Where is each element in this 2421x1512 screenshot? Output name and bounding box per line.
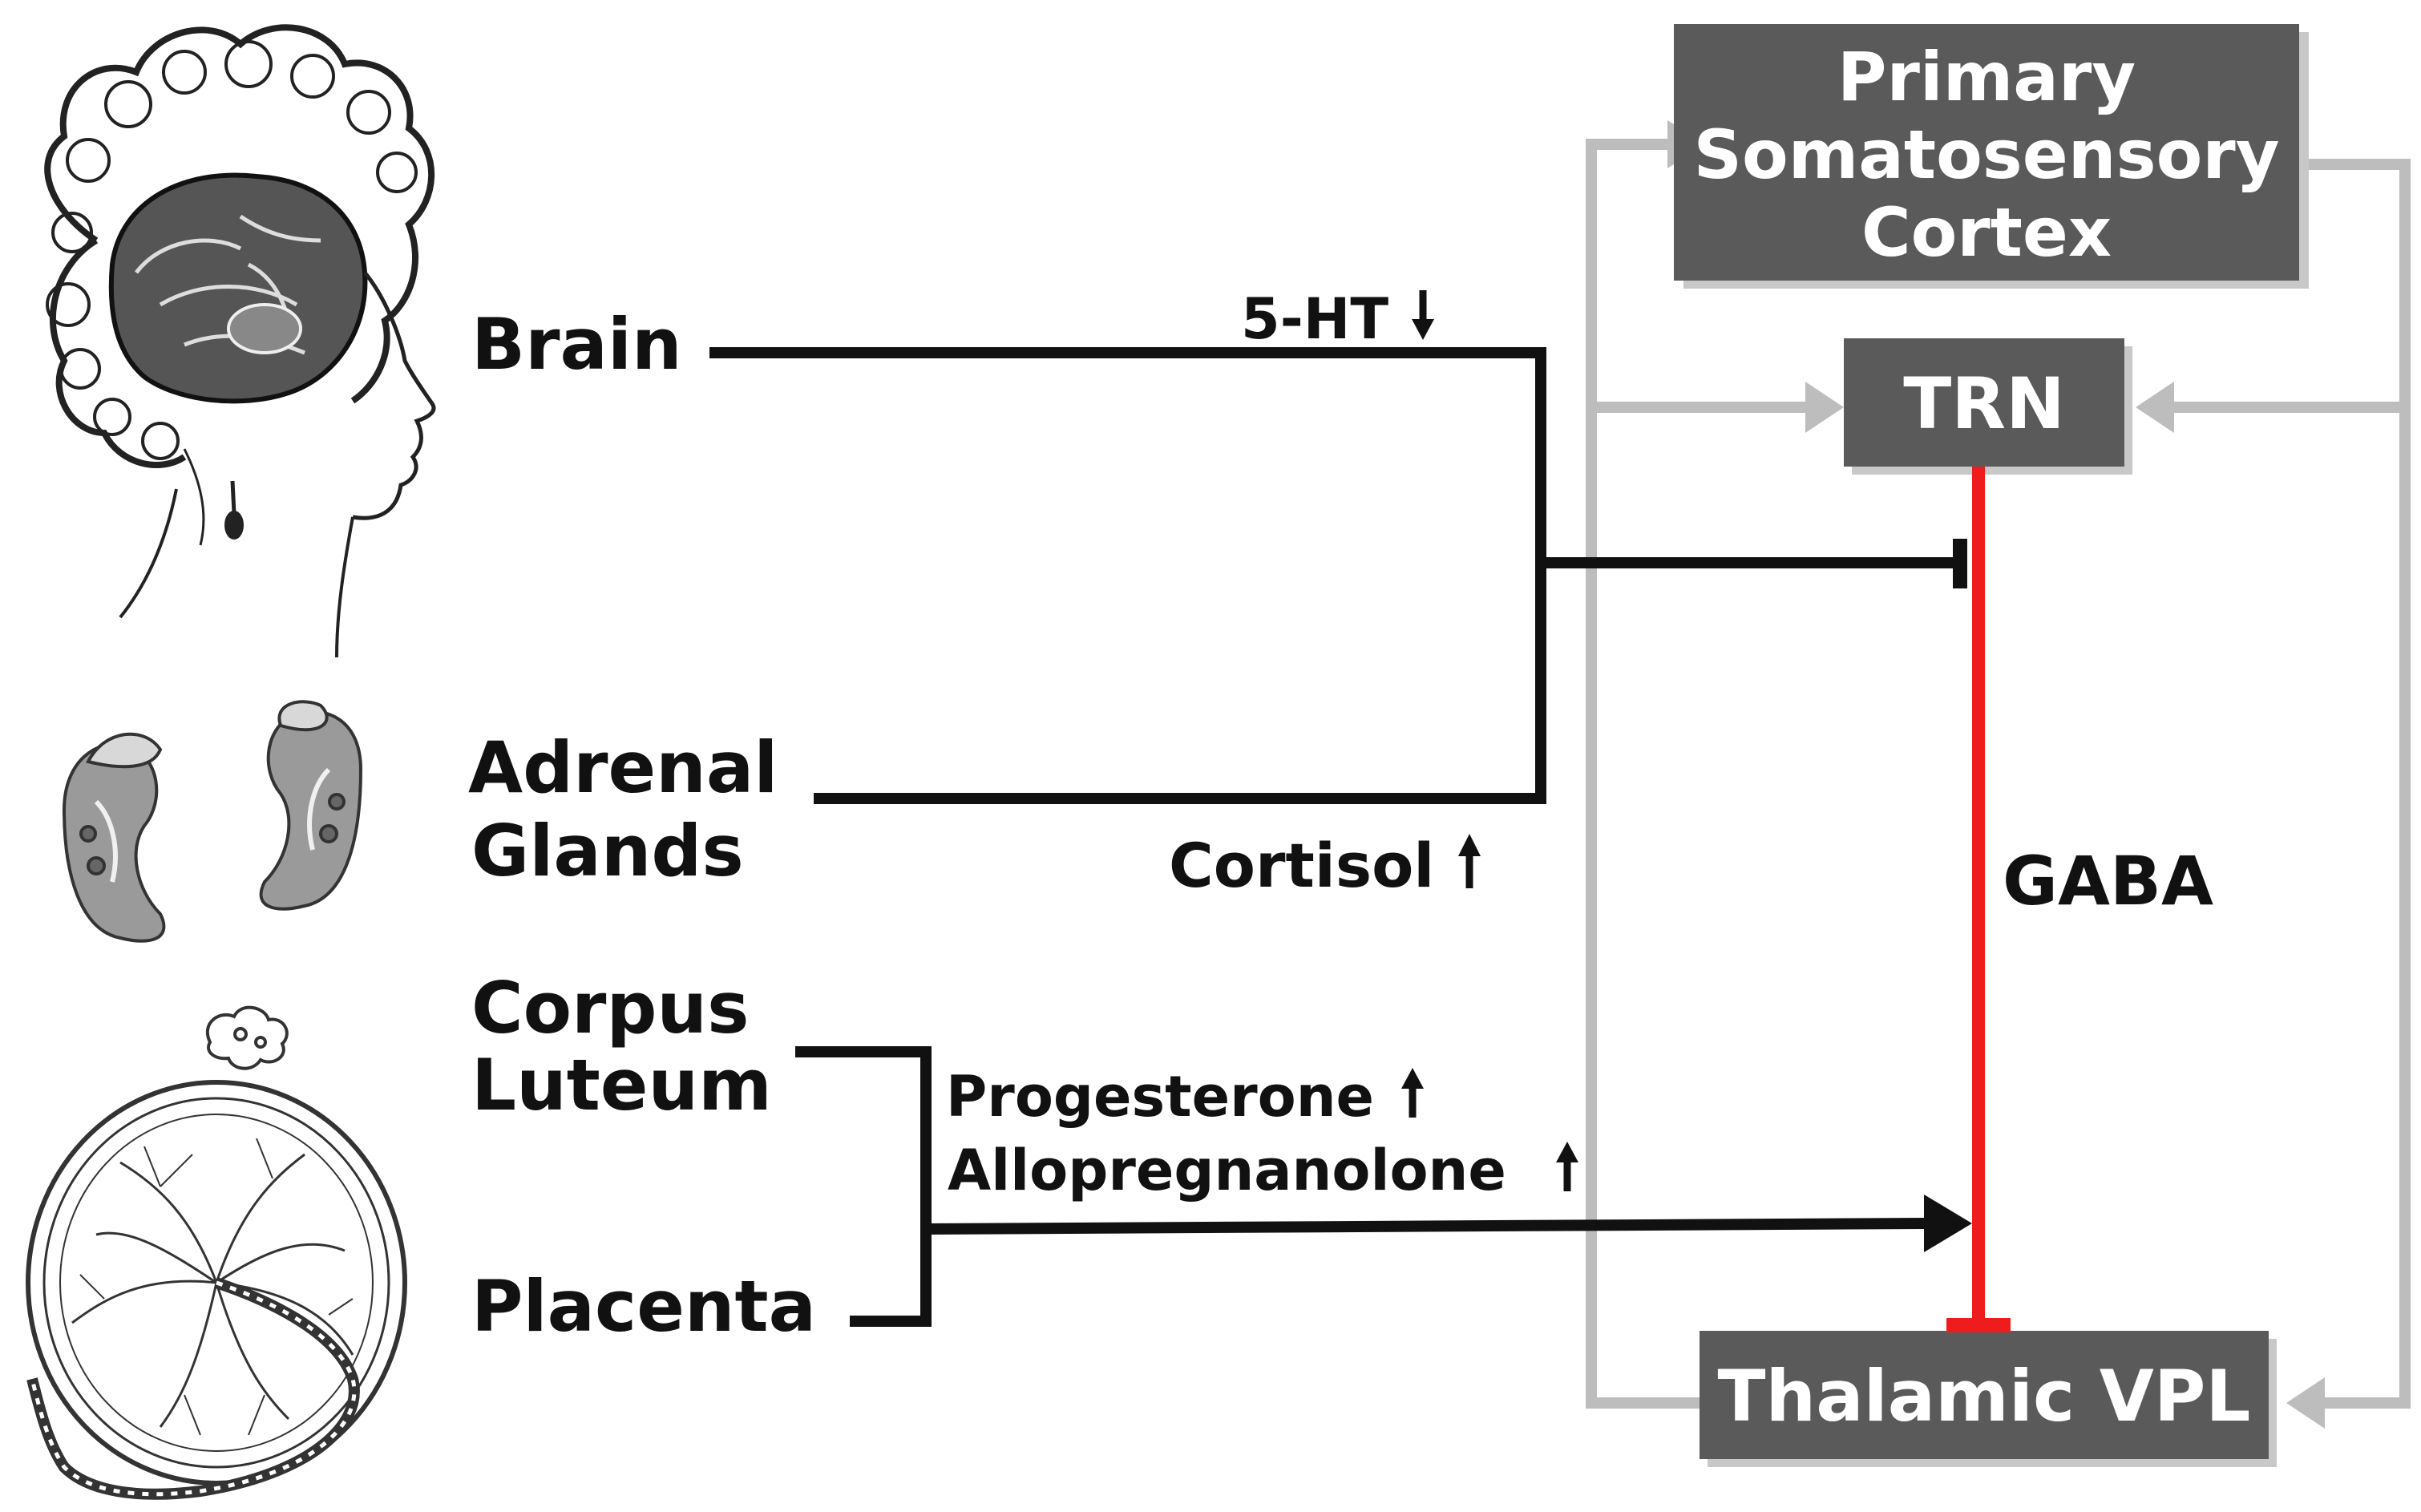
trn-right-arrowhead: [2136, 382, 2174, 433]
trn-inhibition-bar: [1953, 539, 1967, 588]
down-arrow-icon: [1412, 290, 1434, 340]
svg-text:Cortisol: Cortisol: [1169, 830, 1434, 901]
hormone-to-gaba-line: [925, 1218, 1925, 1235]
hormone-pathway: [795, 1046, 1972, 1327]
corpus-luteum-icon: [205, 1005, 289, 1070]
adrenal-label-line-2: Glands: [471, 810, 744, 892]
right-feedback-rail: [2301, 159, 2411, 1409]
cortex-line-2: Somatosensory: [1694, 115, 2280, 194]
trn-label: TRN: [1903, 362, 2064, 445]
hormone-arrowhead: [1924, 1195, 1972, 1252]
serotonin-label: 5-HT: [1241, 286, 1434, 352]
placenta-icon: [26, 1080, 407, 1500]
svg-text:Allopregnanolone: Allopregnanolone: [948, 1138, 1506, 1203]
thalamus-right-arrowhead: [2286, 1377, 2325, 1429]
allopregnanolone-label: Allopregnanolone: [948, 1138, 1578, 1203]
svg-text:5-HT: 5-HT: [1241, 286, 1388, 352]
corpus-placenta-bracket: [795, 1046, 932, 1327]
trn-left-arrowhead: [1805, 382, 1844, 433]
up-arrow-icon: [1458, 834, 1481, 888]
placenta-label: Placenta: [471, 1265, 816, 1348]
cortex-box: Primary Somatosensory Cortex: [1674, 24, 2309, 289]
up-arrow-icon: [1401, 1068, 1424, 1118]
brain-label: Brain: [471, 303, 682, 386]
left-feedback-rail: [1586, 139, 1716, 1409]
feedback-arrowheads: [1667, 120, 2325, 1429]
gaba-pathway: GABA: [1946, 467, 2213, 1332]
progesterone-label: Progesterone: [946, 1064, 1424, 1130]
woman-head-brain-icon: [44, 24, 436, 658]
stress-pathway: [709, 347, 1956, 804]
cortex-line-3: Cortex: [1861, 193, 2112, 272]
corpus-label-line-1: Corpus: [471, 967, 749, 1049]
adrenal-label-line-1: Adrenal: [468, 726, 778, 809]
brain-line: [709, 347, 1546, 804]
kidneys-icon: [62, 700, 363, 943]
gaba-inhibition-bar: [1946, 1318, 2011, 1332]
thalamus-box: Thalamic VPL: [1700, 1331, 2277, 1467]
cortex-line-1: Primary: [1837, 38, 2136, 116]
feedback-circuit: [1586, 139, 2411, 1409]
thalamus-label: Thalamic VPL: [1718, 1355, 2251, 1437]
up-arrow-icon: [1556, 1142, 1578, 1191]
trn-box: TRN: [1844, 338, 2132, 475]
svg-text:Progesterone: Progesterone: [946, 1064, 1374, 1130]
cortisol-label: Cortisol: [1169, 830, 1481, 901]
corpus-label-line-2: Luteum: [471, 1044, 772, 1126]
gaba-label: GABA: [2003, 842, 2213, 920]
